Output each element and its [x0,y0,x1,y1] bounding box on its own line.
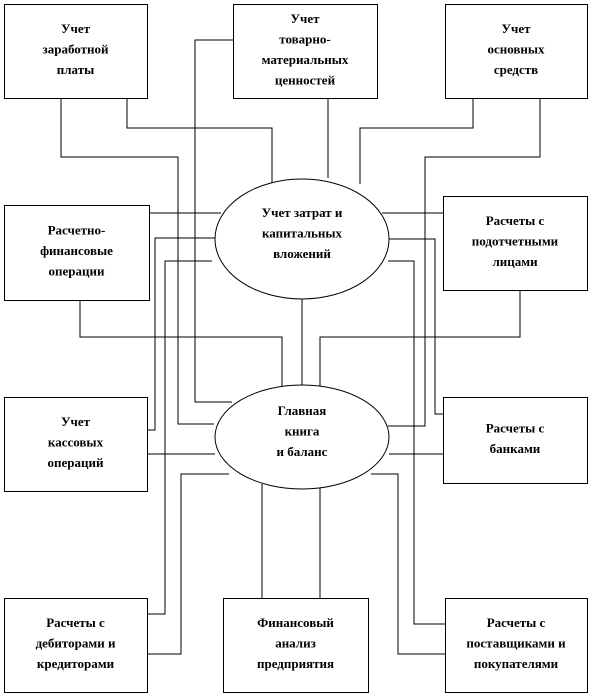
connector-payroll-to-ledger [60,98,214,425]
box-settlement-financial-label-line: финансовые [40,243,113,258]
box-inventory [233,4,378,99]
box-accountable-persons-label-line: Расчеты с [486,213,545,228]
box-inventory-label-line: Учет [290,11,320,26]
ellipse-general-ledger-label-line: Главная [278,403,327,418]
connector-suppliers-to-costs [388,260,445,625]
box-banks-label-line: банками [490,441,541,456]
connector-payroll-to-costs [126,98,273,186]
box-suppliers-buyers-label-line: поставщиками и [466,636,566,651]
box-debtors-creditors [4,598,148,693]
ellipse-general-ledger-label-line: книга [285,424,320,439]
box-suppliers-buyers-label-line: Расчеты с [487,615,546,630]
box-inventory-label-line: ценностей [275,72,336,87]
box-settlement-financial [4,205,150,301]
connector-debtors-to-costs [147,260,212,615]
box-payroll-label-line: платы [57,62,94,77]
box-debtors-creditors-label-line: дебиторами и [36,636,116,651]
connector-suppliers-to-ledger [371,473,445,655]
ellipse-costs-investments-label-line: Учет затрат и [262,205,343,220]
box-accountable-persons-label-line: лицами [492,254,538,269]
box-financial-analysis-label-line: Финансовый [257,615,334,630]
ellipse-costs-investments-label-line: капитальных [262,226,343,241]
box-debtors-creditors-label-line: кредиторами [37,656,115,671]
connector-lines [4,39,541,655]
box-payroll-label-line: заработной [43,42,109,57]
box-payroll [4,4,148,99]
box-accountable-persons-label-line: подотчетными [472,234,559,249]
box-financial-analysis [223,598,369,693]
box-financial-analysis-label-line: предприятия [257,656,334,671]
box-accountable-persons [443,196,588,291]
connector-fixed-assets-to-ledger [388,98,541,427]
box-cash-operations-label-line: Учет [61,414,91,429]
connector-accountable-to-ledger [319,290,521,388]
box-financial-analysis-label-line: анализ [275,636,316,651]
ellipse-costs-investments-label-line: вложений [273,246,331,261]
box-fixed-assets-label-line: средств [494,62,538,77]
box-payroll-label-line: Учет [61,21,91,36]
ellipse-costs-investments [214,178,390,300]
box-fixed-assets-label-line: основных [487,42,545,57]
box-fixed-assets-label-line: Учет [501,21,531,36]
ellipse-general-ledger-label-line: и баланс [277,444,328,459]
connector-banks-to-costs [389,238,443,415]
box-cash-operations-label-line: кассовых [48,435,104,450]
connector-fixed-assets-to-costs [359,98,474,184]
connector-settlement-to-ledger [79,300,283,388]
box-debtors-creditors-label-line: Расчеты с [46,615,105,630]
connector-debtors-to-ledger [147,473,229,655]
box-suppliers-buyers-label-line: покупателями [474,656,559,671]
diagram-nodes: УчетзаработнойплатыУчеттоварно-материаль… [4,4,588,693]
box-settlement-financial-label-line: Расчетно- [48,223,106,238]
box-inventory-label-line: материальных [262,52,349,67]
box-cash-operations [4,397,148,492]
box-inventory-label-line: товарно- [279,31,330,46]
box-banks-label-line: Расчеты с [486,420,545,435]
box-suppliers-buyers [445,598,588,693]
connector-inventory-to-ledger [194,39,233,403]
box-cash-operations-label-line: операций [48,455,104,470]
box-fixed-assets [445,4,588,99]
box-banks [443,397,588,484]
box-settlement-financial-label-line: операции [49,264,105,279]
ellipse-general-ledger [214,384,390,490]
